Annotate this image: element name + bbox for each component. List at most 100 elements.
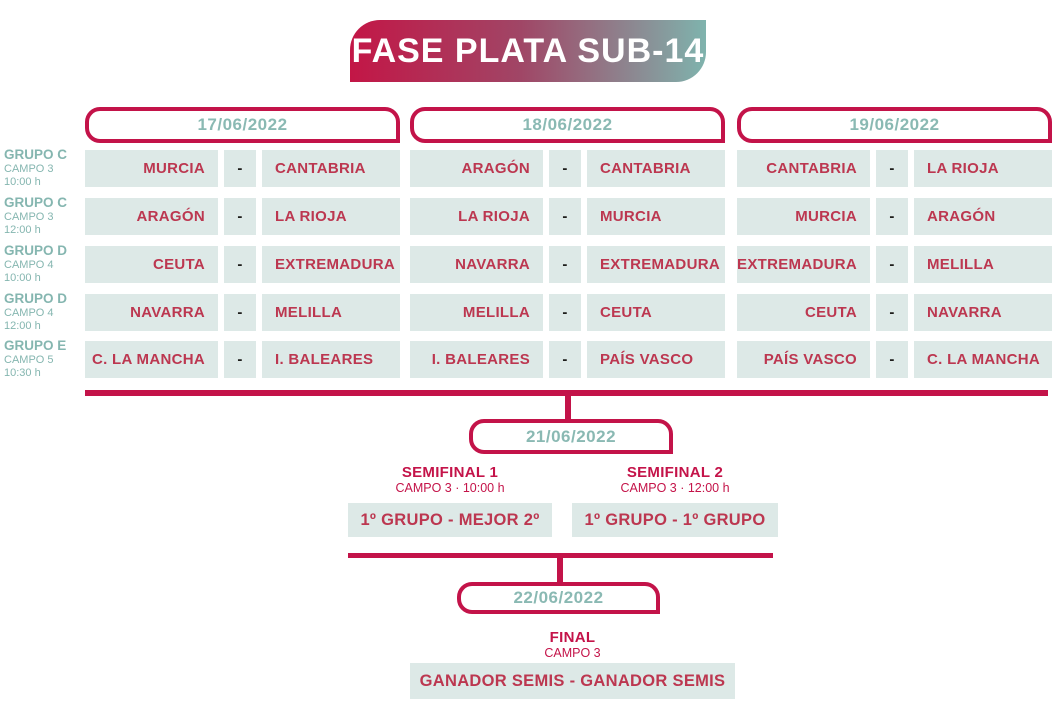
team-away-box: NAVARRA	[914, 294, 1052, 331]
title-banner: FASE PLATA SUB-14	[350, 20, 706, 82]
team-away-box: MELILLA	[262, 294, 400, 331]
date-text: 18/06/2022	[522, 115, 613, 134]
dash-separator: -	[876, 341, 908, 378]
match-row: NAVARRA - EXTREMADURA	[410, 246, 725, 283]
match-row: NAVARRA - MELILLA	[85, 294, 400, 331]
match-row: LA RIOJA - MURCIA	[410, 198, 725, 235]
bracket-connector-semifinals	[565, 396, 571, 420]
date-header: 18/06/2022	[410, 107, 725, 143]
team-home-box: MURCIA	[737, 198, 870, 235]
match-row: CEUTA - EXTREMADURA	[85, 246, 400, 283]
match-row: C. LA MANCHA - I. BALEARES	[85, 341, 400, 378]
team-away-box: CANTABRIA	[262, 150, 400, 187]
final-detail: CAMPO 3	[544, 646, 601, 661]
match-row: MURCIA - CANTABRIA	[85, 150, 400, 187]
page-title: FASE PLATA SUB-14	[351, 31, 705, 70]
final-label: FINAL	[549, 629, 596, 646]
semifinal-2-block: SEMIFINAL 2 CAMPO 3 · 12:00 h	[572, 464, 778, 496]
dash-separator: -	[224, 198, 256, 235]
dash-separator: -	[549, 294, 581, 331]
team-home-box: C. LA MANCHA	[85, 341, 218, 378]
final-date-header: 22/06/2022	[457, 582, 660, 614]
team-away-box: MURCIA	[587, 198, 725, 235]
team-home-box: MELILLA	[410, 294, 543, 331]
final-matchup-box: GANADOR SEMIS - GANADOR SEMIS	[410, 663, 735, 699]
date-text: 17/06/2022	[197, 115, 288, 134]
team-home-box: NAVARRA	[85, 294, 218, 331]
dash-separator: -	[549, 150, 581, 187]
group-time: 12:00 h	[4, 224, 41, 237]
semifinal-1-matchup-box: 1º GRUPO - MEJOR 2º	[348, 503, 552, 537]
dash-separator: -	[549, 246, 581, 283]
team-away-box: ARAGÓN	[914, 198, 1052, 235]
day-column-2: 18/06/2022 ARAGÓN - CANTABRIA LA RIOJA -…	[410, 107, 725, 387]
dash-separator: -	[224, 150, 256, 187]
group-label: GRUPO D CAMPO 4 12:00 h	[4, 291, 84, 333]
group-time: 10:00 h	[4, 272, 41, 285]
team-away-box: C. LA MANCHA	[914, 341, 1052, 378]
team-home-box: LA RIOJA	[410, 198, 543, 235]
group-field: CAMPO 4	[4, 306, 54, 319]
match-row: CANTABRIA - LA RIOJA	[737, 150, 1052, 187]
match-row: MELILLA - CEUTA	[410, 294, 725, 331]
match-row: MURCIA - ARAGÓN	[737, 198, 1052, 235]
semifinal-1-detail: CAMPO 3 · 10:00 h	[395, 481, 505, 496]
group-time: 12:00 h	[4, 320, 41, 333]
dash-separator: -	[224, 246, 256, 283]
group-name: GRUPO D	[4, 291, 68, 306]
team-away-box: PAÍS VASCO	[587, 341, 725, 378]
group-field: CAMPO 3	[4, 162, 54, 175]
final-block: FINAL CAMPO 3	[410, 629, 735, 661]
team-away-box: EXTREMADURA	[262, 246, 400, 283]
match-row: ARAGÓN - LA RIOJA	[85, 198, 400, 235]
team-home-box: PAÍS VASCO	[737, 341, 870, 378]
team-home-box: ARAGÓN	[410, 150, 543, 187]
date-text: 22/06/2022	[513, 588, 604, 607]
group-label: GRUPO E CAMPO 5 10:30 h	[4, 338, 84, 380]
dash-separator: -	[876, 246, 908, 283]
group-name: GRUPO C	[4, 195, 68, 210]
match-row: CEUTA - NAVARRA	[737, 294, 1052, 331]
group-name: GRUPO C	[4, 147, 68, 162]
team-away-box: CEUTA	[587, 294, 725, 331]
team-away-box: EXTREMADURA	[587, 246, 725, 283]
team-away-box: LA RIOJA	[914, 150, 1052, 187]
team-home-box: MURCIA	[85, 150, 218, 187]
team-away-box: I. BALEARES	[262, 341, 400, 378]
team-home-box: CEUTA	[85, 246, 218, 283]
group-label: GRUPO C CAMPO 3 12:00 h	[4, 195, 84, 237]
group-label: GRUPO C CAMPO 3 10:00 h	[4, 147, 84, 189]
dash-separator: -	[224, 294, 256, 331]
team-home-box: I. BALEARES	[410, 341, 543, 378]
group-field: CAMPO 5	[4, 353, 54, 366]
group-time: 10:30 h	[4, 367, 41, 380]
team-home-box: EXTREMADURA	[737, 246, 870, 283]
group-label: GRUPO D CAMPO 4 10:00 h	[4, 243, 84, 285]
group-name: GRUPO E	[4, 338, 67, 353]
date-header: 17/06/2022	[85, 107, 400, 143]
semifinal-1-block: SEMIFINAL 1 CAMPO 3 · 10:00 h	[348, 464, 552, 496]
dash-separator: -	[876, 150, 908, 187]
dash-separator: -	[549, 198, 581, 235]
group-name: GRUPO D	[4, 243, 68, 258]
date-text: 21/06/2022	[525, 426, 617, 446]
team-away-box: LA RIOJA	[262, 198, 400, 235]
day-column-1: 17/06/2022 MURCIA - CANTABRIA ARAGÓN - L…	[85, 107, 400, 387]
team-home-box: CANTABRIA	[737, 150, 870, 187]
team-away-box: MELILLA	[914, 246, 1052, 283]
bracket-line-final	[348, 553, 773, 558]
bracket-connector-final	[557, 558, 563, 583]
team-home-box: ARAGÓN	[85, 198, 218, 235]
date-header: 19/06/2022	[737, 107, 1052, 143]
group-field: CAMPO 3	[4, 210, 54, 223]
group-time: 10:00 h	[4, 176, 41, 189]
match-row: PAÍS VASCO - C. LA MANCHA	[737, 341, 1052, 378]
semifinal-2-matchup-box: 1º GRUPO - 1º GRUPO	[572, 503, 778, 537]
dash-separator: -	[876, 294, 908, 331]
day-column-3: 19/06/2022 CANTABRIA - LA RIOJA MURCIA -…	[737, 107, 1052, 387]
semifinal-2-label: SEMIFINAL 2	[626, 464, 724, 481]
date-text: 19/06/2022	[849, 115, 940, 134]
team-home-box: NAVARRA	[410, 246, 543, 283]
semifinal-2-detail: CAMPO 3 · 12:00 h	[620, 481, 730, 496]
bracket-line-semifinals	[85, 390, 1048, 396]
